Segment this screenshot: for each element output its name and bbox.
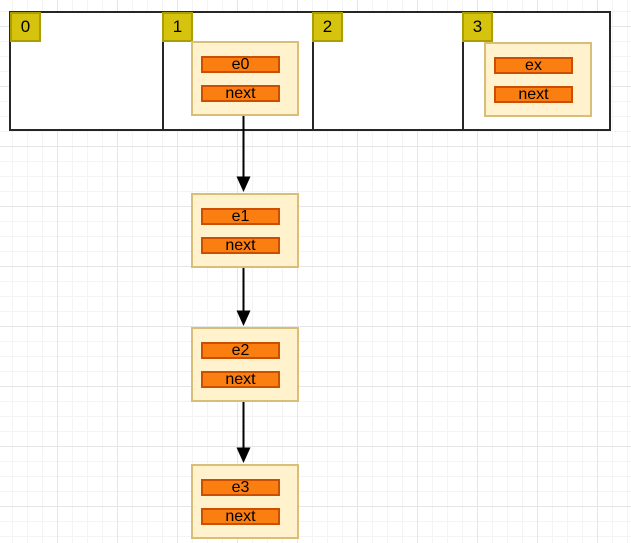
node-e1[interactable]: e1 next [191, 193, 299, 268]
arrow-e0-to-e1[interactable] [236, 103, 251, 192]
node-ex-label-field[interactable]: ex [494, 57, 573, 74]
bucket-tab-1[interactable]: 1 [162, 12, 193, 42]
node-e3-label-field[interactable]: e3 [201, 479, 280, 496]
bucket-cell-2[interactable] [312, 13, 462, 129]
node-e1-next-field[interactable]: next [201, 237, 280, 254]
node-e3[interactable]: e3 next [191, 464, 299, 539]
bucket-tab-2[interactable]: 2 [312, 12, 343, 42]
node-ex-next-field[interactable]: next [494, 86, 573, 103]
node-e1-label-field[interactable]: e1 [201, 208, 280, 225]
node-e0[interactable]: e0 next [191, 41, 299, 116]
node-e2-label-field[interactable]: e2 [201, 342, 280, 359]
node-e0-label-field[interactable]: e0 [201, 56, 280, 73]
bucket-tab-3[interactable]: 3 [462, 12, 493, 42]
bucket-cell-3[interactable] [462, 13, 609, 129]
node-e2[interactable]: e2 next [191, 327, 299, 402]
node-e3-next-field[interactable]: next [201, 508, 280, 525]
node-e0-next-field[interactable]: next [201, 85, 280, 102]
node-e2-next-field[interactable]: next [201, 371, 280, 388]
bucket-cell-1[interactable] [162, 13, 312, 129]
node-ex[interactable]: ex next [484, 42, 592, 117]
bucket-tab-0[interactable]: 0 [10, 12, 41, 42]
